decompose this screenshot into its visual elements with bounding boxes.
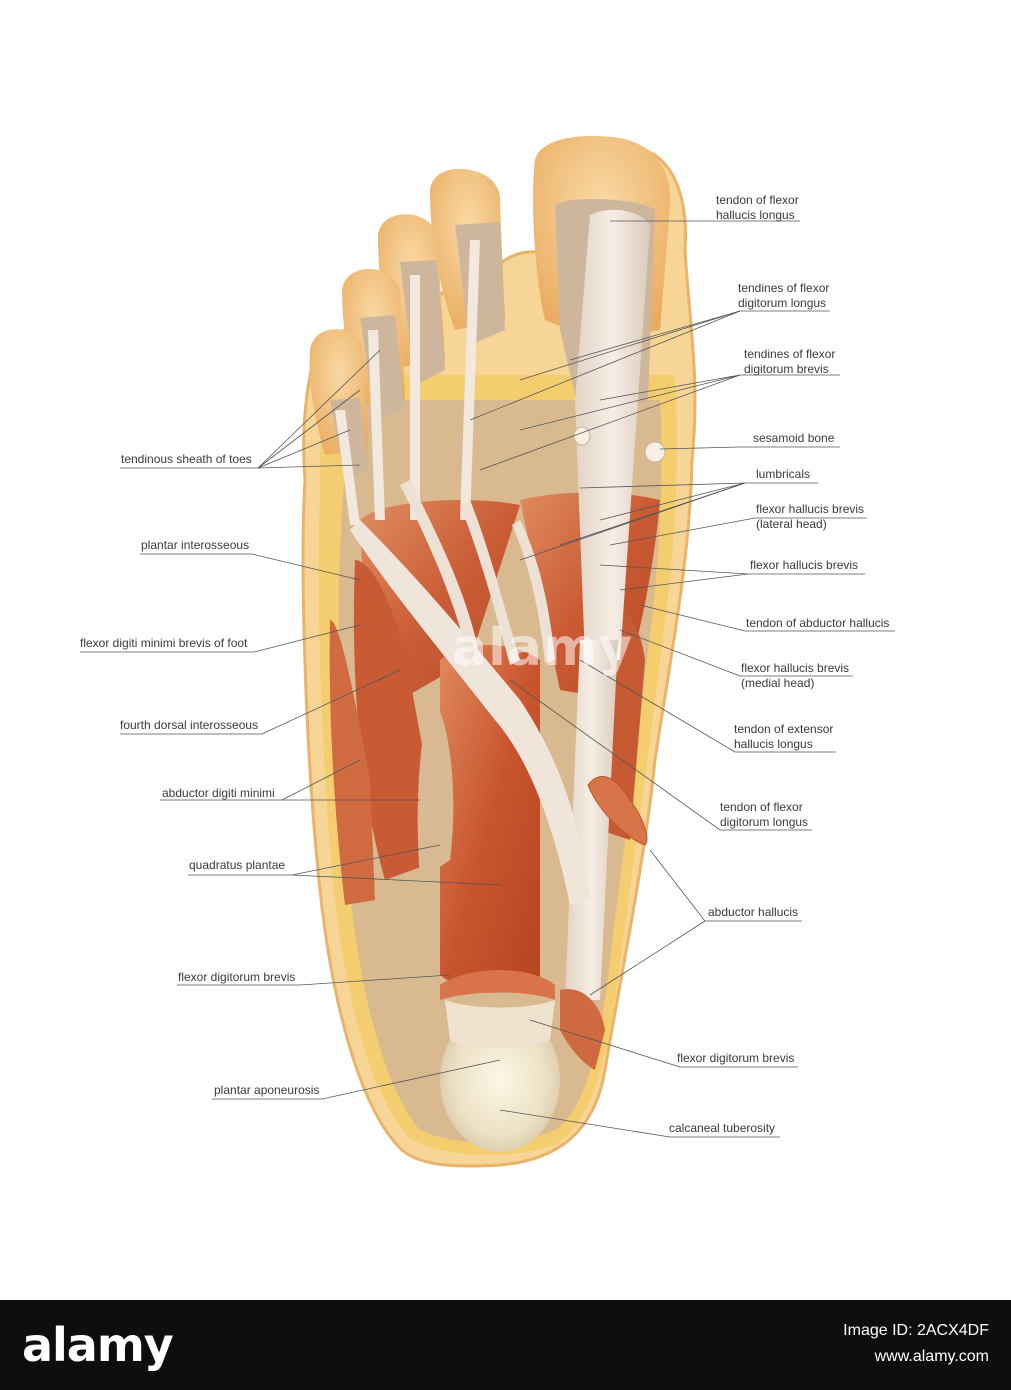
image-id-text: Image ID: 2ACX4DF	[843, 1322, 989, 1339]
label-tendines-flexor-digitorum-brevis: tendines of flexor digitorum brevis	[744, 347, 836, 376]
label-tendon-abductor-hallucis: tendon of abductor hallucis	[746, 616, 890, 630]
label-quadratus-plantae: quadratus plantae	[189, 858, 286, 872]
heel-region	[440, 970, 605, 1152]
label-abductor-hallucis: abductor hallucis	[708, 905, 799, 919]
label-sesamoid-bone: sesamoid bone	[753, 431, 835, 445]
image-watermark: alamy	[452, 618, 634, 678]
site-url-link[interactable]: www.alamy.com	[874, 1348, 989, 1365]
label-flexor-hallucis-brevis-medial: flexor hallucis brevis (medial head)	[741, 661, 850, 690]
stock-footer-bar: alamy Image ID: 2ACX4DF www.alamy.com	[0, 1300, 1011, 1390]
label-tendon-flexor-hallucis-longus: tendon of flexor hallucis longus	[716, 193, 799, 222]
label-fourth-dorsal-interosseous: fourth dorsal interosseous	[120, 718, 259, 732]
label-flexor-hallucis-brevis-lateral: flexor hallucis brevis (lateral head)	[756, 502, 865, 531]
label-lumbricals: lumbricals	[756, 467, 811, 481]
label-tendines-flexor-digitorum-longus: tendines of flexor digitorum longus	[738, 281, 830, 310]
label-flexor-digitorum-brevis-left: flexor digitorum brevis	[178, 970, 296, 984]
label-abductor-digiti-minimi: abductor digiti minimi	[162, 786, 275, 800]
alamy-logo[interactable]: alamy	[22, 1318, 174, 1372]
label-calcaneal-tuberosity: calcaneal tuberosity	[669, 1121, 776, 1135]
label-flexor-digitorum-brevis-right: flexor digitorum brevis	[677, 1051, 795, 1065]
label-plantar-aponeurosis: plantar aponeurosis	[214, 1083, 320, 1097]
label-tendinous-sheath-of-toes: tendinous sheath of toes	[121, 452, 252, 466]
abductor-hallucis-cut	[587, 776, 648, 846]
label-flexor-hallucis-brevis: flexor hallucis brevis	[750, 558, 859, 572]
tendons	[335, 209, 650, 1000]
sesamoid-bone-medial	[644, 441, 666, 463]
foot-illustration	[80, 136, 895, 1168]
label-tendon-extensor-hallucis-longus: tendon of extensor hallucis longus	[734, 722, 834, 751]
leader-lines	[80, 220, 895, 1138]
label-flexor-digiti-minimi-brevis: flexor digiti minimi brevis of foot	[80, 636, 248, 650]
sesamoid-bone-lateral	[573, 426, 591, 446]
anatomy-canvas: alamy tendon of flexor hallucis longus t…	[80, 136, 895, 1168]
label-tendon-flexor-digitorum-longus: tendon of flexor digitorum longus	[720, 800, 809, 829]
label-plantar-interosseous: plantar interosseous	[141, 538, 250, 552]
